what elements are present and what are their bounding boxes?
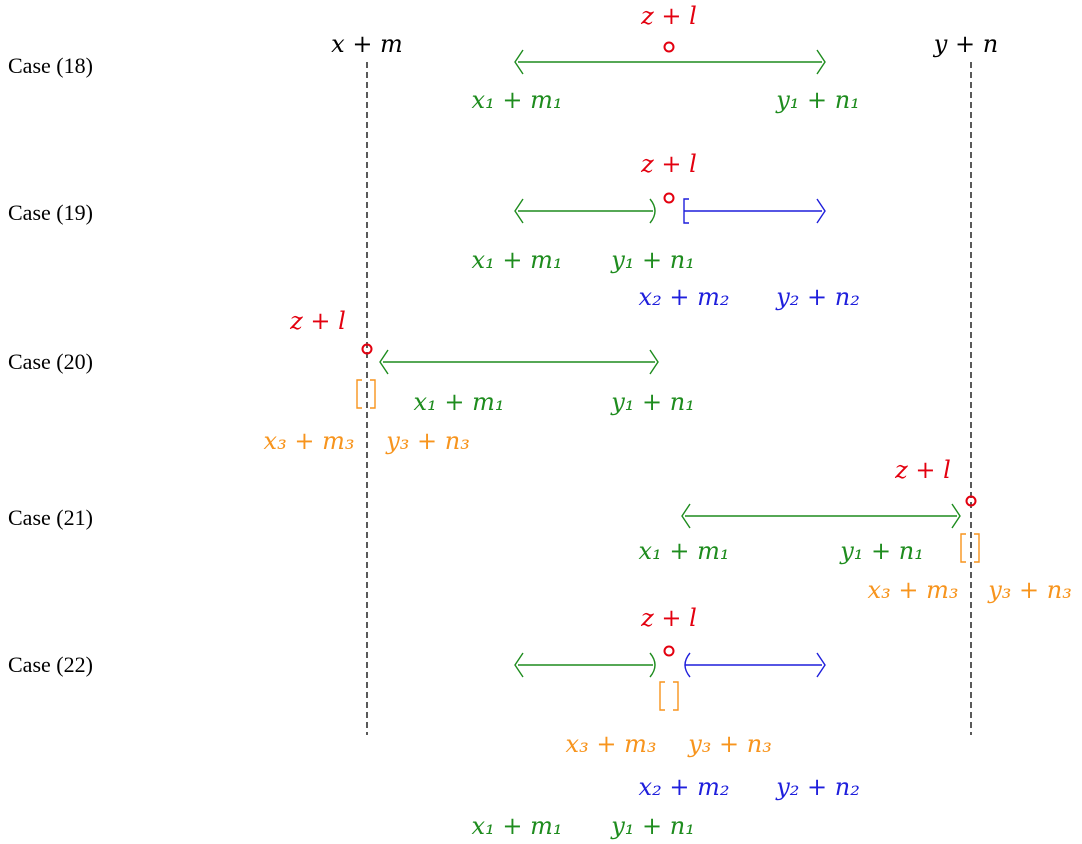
blue-left-label: x₂ + m₂ — [639, 773, 730, 801]
case-label: Case (18) — [8, 53, 93, 78]
point-marker — [663, 192, 675, 204]
point-label: z + l — [289, 307, 346, 335]
orange-left-label: x₃ + m₃ — [868, 576, 959, 604]
case-label: Case (22) — [8, 652, 93, 677]
blue-left-label: x₂ + m₂ — [639, 283, 730, 311]
green-interval — [514, 49, 826, 75]
case-21: Case (21) z + l x₁ + m₁ y₁ + n₁ x₃ + m₃ … — [8, 456, 1072, 604]
point-marker — [965, 495, 977, 507]
green-left-label: x₁ + m₁ — [414, 388, 505, 416]
orange-right-label: y₃ + n₃ — [987, 576, 1072, 604]
point-marker — [663, 41, 675, 53]
point-label: z + l — [640, 150, 697, 178]
case-18: Case (18) z + l x₁ + m₁ y₁ + n₁ — [8, 2, 860, 114]
green-interval — [681, 503, 961, 529]
blue-right-label: y₂ + n₂ — [775, 773, 860, 801]
orange-right-label: y₃ + n₃ — [385, 427, 470, 455]
green-left-label: x₁ + m₁ — [472, 812, 563, 840]
case-20: Case (20) z + l x₁ + m₁ y₁ + n₁ x₃ + m₃ … — [8, 307, 695, 455]
case-label: Case (19) — [8, 200, 93, 225]
case-19: Case (19) z + l x₁ + m₁ y₁ + n₁ x₂ + m₂ … — [8, 150, 860, 311]
orange-interval — [356, 379, 376, 409]
case-22: Case (22) z + l x₃ + m₃ y₃ + n₃ x₂ + m₂ … — [8, 604, 860, 840]
reference-label-left: x + m — [331, 30, 403, 58]
green-right-label: y₁ + n₁ — [610, 388, 695, 416]
green-right-label: y₁ + n₁ — [839, 537, 924, 565]
case-label: Case (20) — [8, 349, 93, 374]
green-right-label: y₁ + n₁ — [775, 86, 860, 114]
green-interval — [379, 349, 659, 375]
green-interval — [514, 652, 656, 678]
point-label: z + l — [640, 2, 697, 30]
blue-interval — [683, 198, 826, 224]
green-right-label: y₁ + n₁ — [610, 812, 695, 840]
orange-interval — [960, 533, 980, 563]
point-label: z + l — [894, 456, 951, 484]
orange-right-label: y₃ + n₃ — [687, 730, 772, 758]
green-interval — [514, 198, 656, 224]
green-left-label: x₁ + m₁ — [639, 537, 730, 565]
green-left-label: x₁ + m₁ — [472, 86, 563, 114]
green-left-label: x₁ + m₁ — [472, 246, 563, 274]
reference-label-right: y + n — [933, 30, 998, 58]
orange-left-label: x₃ + m₃ — [566, 730, 657, 758]
point-label: z + l — [640, 604, 697, 632]
orange-left-label: x₃ + m₃ — [264, 427, 355, 455]
blue-right-label: y₂ + n₂ — [775, 283, 860, 311]
blue-interval — [684, 652, 826, 678]
case-label: Case (21) — [8, 505, 93, 530]
green-right-label: y₁ + n₁ — [610, 246, 695, 274]
orange-interval — [659, 681, 679, 711]
point-marker — [361, 343, 373, 355]
point-marker — [663, 645, 675, 657]
